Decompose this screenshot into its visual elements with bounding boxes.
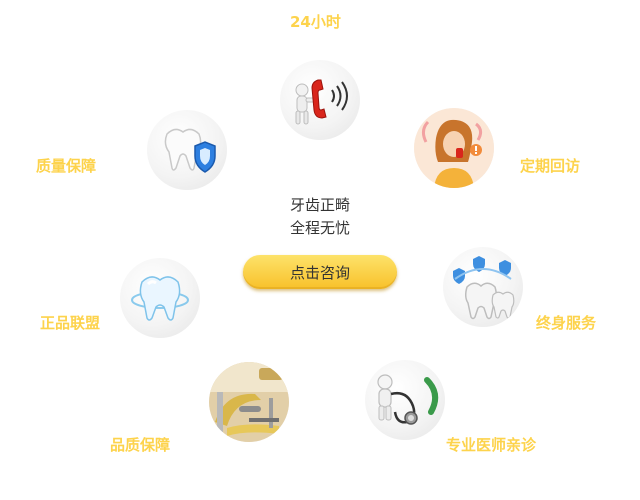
label-specialist-doctor: 专业医师亲诊 — [446, 436, 537, 454]
phone-icon — [295, 79, 348, 125]
shield-tooth-icon — [164, 128, 216, 173]
customer-service-icon — [414, 108, 494, 188]
tooth-icon — [131, 276, 189, 321]
label-genuine-alliance: 正品联盟 — [40, 314, 101, 332]
dental-chair-icon — [209, 362, 289, 442]
circle-24-hours — [280, 60, 360, 140]
circle-regular-followup — [414, 108, 494, 188]
circle-genuine-alliance — [120, 258, 200, 338]
circle-product-quality — [209, 362, 289, 442]
label-regular-followup: 定期回访 — [520, 157, 581, 175]
circle-specialist-doctor — [365, 360, 445, 440]
center-title-line2: 全程无忧 — [289, 219, 350, 237]
label-lifetime-service: 终身服务 — [536, 314, 597, 332]
tooth-protection-icon — [453, 256, 515, 320]
circle-quality-guarantee — [147, 110, 227, 190]
consult-button[interactable]: 点击咨询 — [243, 255, 397, 289]
label-quality-guarantee: 质量保障 — [36, 157, 97, 175]
stethoscope-icon — [377, 374, 439, 425]
label-product-quality: 品质保障 — [110, 436, 171, 454]
circle-lifetime-service — [443, 247, 523, 327]
center-title-line1: 牙齿正畸 — [289, 196, 350, 214]
label-24-hours: 24小时 — [290, 13, 341, 31]
